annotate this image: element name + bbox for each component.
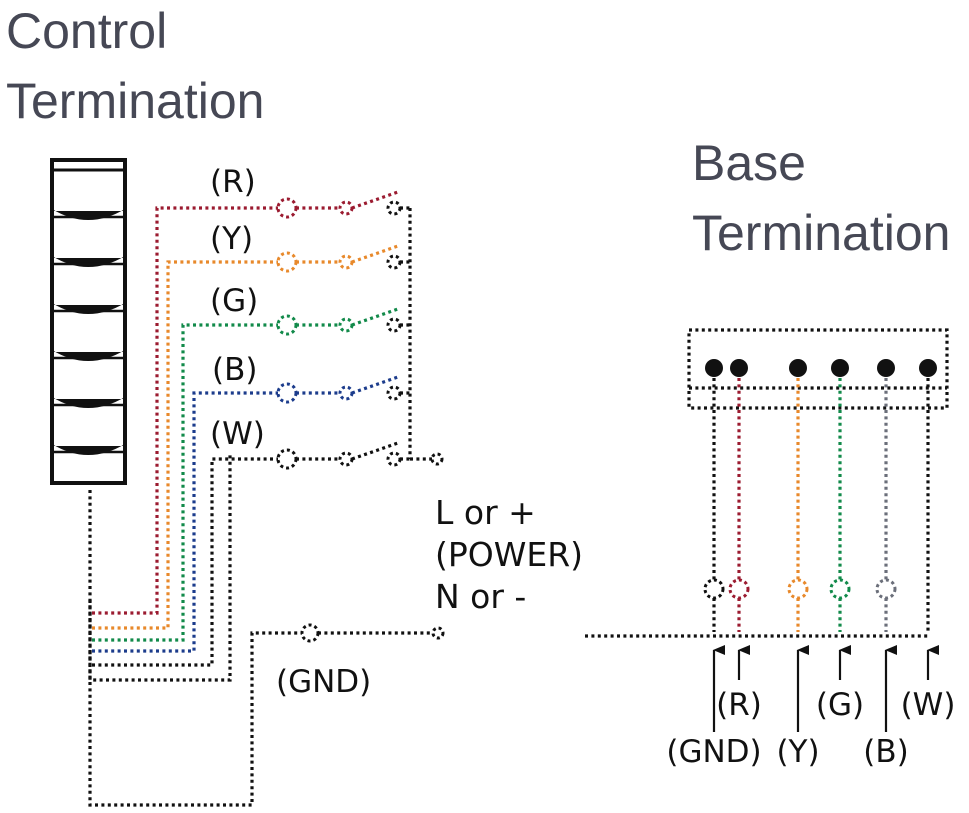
wire-r-switch-pivot (338, 200, 354, 216)
base-y-terminal (787, 578, 809, 600)
base-gnd-terminal (703, 578, 725, 600)
wire-y-switch-blade (351, 244, 399, 264)
wire-r-switch-contact (386, 200, 402, 216)
base-box (687, 328, 949, 410)
base-r-terminal (728, 578, 750, 600)
wire-y-switch-contact (386, 254, 402, 270)
wire-y-terminal (276, 251, 298, 273)
wire-y (92, 260, 278, 630)
base-b-label: (B) (863, 734, 908, 770)
strip-frame (50, 158, 127, 485)
wire-w-terminal (276, 448, 298, 470)
base-b-terminal (875, 578, 897, 600)
base-title-line1: Base (692, 135, 806, 191)
wire-b-switch-pivot (338, 385, 354, 401)
wire-g-switch-blade (351, 307, 399, 327)
wire-b-terminal (276, 382, 298, 404)
base-y-label: (Y) (776, 734, 819, 770)
wire-g (92, 323, 278, 642)
wire-b (92, 391, 278, 653)
base-title-line2: Termination (692, 205, 950, 261)
wire-g-switch-contact (386, 317, 402, 333)
base-r-label: (R) (716, 687, 762, 723)
wire-label-gnd: (GND) (276, 664, 371, 700)
power-label: L or + (POWER) N or - (435, 493, 583, 616)
wire-r-switch-blade (351, 190, 399, 210)
wire-w-switch-pivot (338, 451, 354, 467)
base-gnd-label: (GND) (666, 734, 761, 770)
base-g-terminal (829, 578, 851, 600)
power-line-n: N or - (435, 577, 526, 616)
base-terminal-labels: (GND) (R) (Y) (G) (B) (W) (666, 687, 955, 770)
wire-g-terminal (276, 314, 298, 336)
wire-label-g: (G) (210, 283, 258, 319)
wire-label-r: (R) (210, 164, 256, 200)
control-terminal-strip (50, 158, 127, 485)
wire-g-switch-pivot (338, 317, 354, 333)
control-wiring (88, 190, 445, 807)
power-line-l: L or + (435, 493, 536, 532)
wire-label-w: (W) (210, 416, 265, 452)
base-gnd-screw (705, 359, 723, 377)
base-g-label: (G) (816, 687, 864, 723)
power-n-terminal (431, 626, 445, 640)
wire-r-terminal (276, 197, 298, 219)
power-line-power: (POWER) (435, 535, 583, 574)
base-b-screw (877, 359, 895, 377)
wire-gnd (88, 490, 302, 807)
control-title-line1: Control (6, 3, 167, 59)
wire-y-switch-pivot (338, 254, 354, 270)
wire-w (92, 457, 278, 667)
control-title-line2: Termination (6, 73, 264, 129)
wire-b-switch-contact (386, 385, 402, 401)
wire-label-y: (Y) (210, 221, 253, 257)
base-termination (585, 328, 949, 732)
wire-bundle-return (88, 455, 232, 682)
wire-label-b: (B) (212, 352, 257, 388)
base-w-screw (919, 359, 937, 377)
control-wire-labels: (R) (Y) (G) (B) (W) (GND) (210, 164, 371, 700)
wire-r (92, 206, 278, 615)
base-y-screw (789, 359, 807, 377)
wire-w-switch-contact (386, 451, 402, 467)
wire-b-switch-blade (351, 375, 399, 395)
base-w-label: (W) (901, 687, 956, 723)
gnd-terminal (300, 623, 320, 643)
base-r-screw (730, 359, 748, 377)
base-g-screw (831, 359, 849, 377)
power-l-terminal (430, 452, 444, 466)
wire-w-switch-blade (351, 441, 399, 461)
